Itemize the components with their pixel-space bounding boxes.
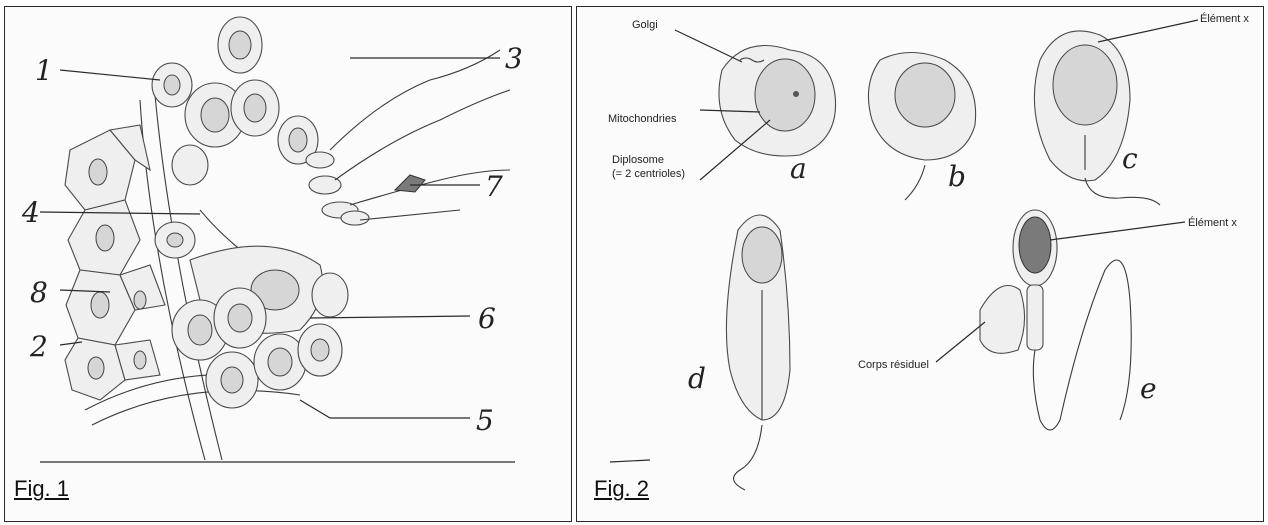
stage-letter-e: e (1140, 372, 1157, 405)
figure-1-caption: Fig. 1 (14, 476, 69, 502)
element-x-label-bottom: Élément x (1188, 216, 1237, 229)
stage-a-cell (719, 46, 836, 157)
marker-5: 5 (476, 404, 494, 437)
basal-cells (65, 125, 165, 400)
stage-c-cell (1034, 31, 1160, 205)
stage-letter-d: d (688, 362, 706, 395)
fig1-tubule-drawing (40, 17, 515, 462)
marker-4: 4 (21, 196, 40, 229)
stage-letter-b: b (948, 160, 966, 193)
stage-d-cell (726, 215, 790, 490)
spermatocytes-upper (152, 17, 318, 185)
mitochondries-label: Mitochondries (608, 113, 677, 125)
stage-letter-a: a (790, 152, 807, 185)
stage-e-cell (980, 210, 1131, 430)
marker-1: 1 (35, 54, 53, 87)
diplosome-label: Diplosome (612, 154, 664, 166)
marker-3: 3 (505, 42, 523, 75)
marker-7: 7 (485, 170, 503, 203)
figure-2-caption: Fig. 2 (594, 476, 649, 502)
centrioles-label: (= 2 centrioles) (612, 168, 685, 180)
element-x-label-top: Élément x (1200, 12, 1249, 25)
marker-6: 6 (478, 302, 496, 335)
stage-letter-c: c (1122, 142, 1138, 175)
marker-8: 8 (30, 276, 48, 309)
basal-membrane-outer (92, 390, 300, 425)
golgi-label: Golgi (632, 19, 658, 31)
marker-2: 2 (29, 330, 48, 363)
corps-residuel-label: Corps résiduel (858, 359, 929, 371)
spermatozoa-cluster (306, 50, 510, 225)
